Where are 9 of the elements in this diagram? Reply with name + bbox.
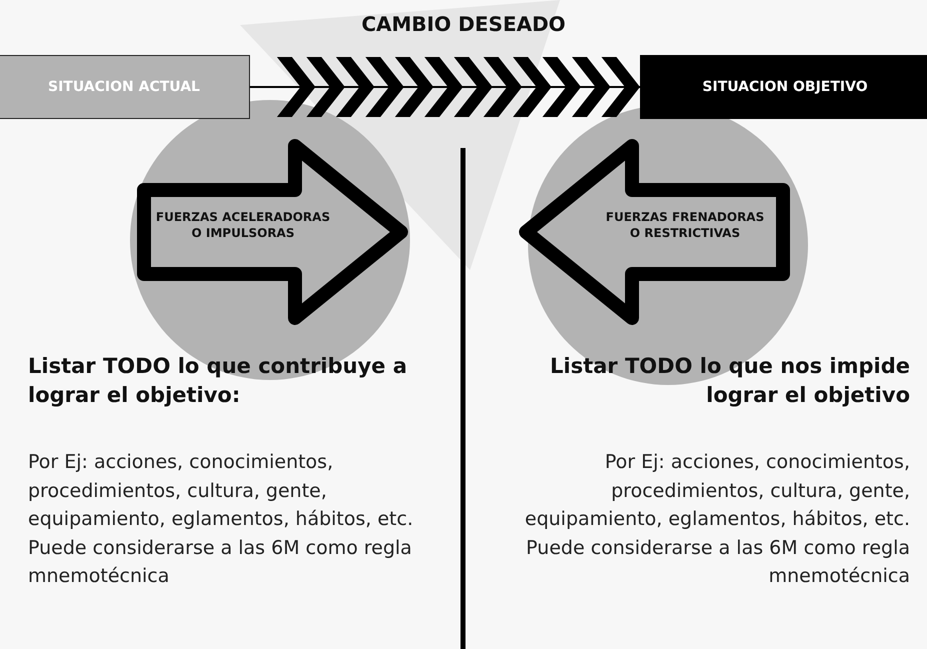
heading: Listar TODO lo que contribuye a lograr el objetivo: xyxy=(28,353,408,410)
heading: Listar TODO lo que nos impide lograr el objetivo xyxy=(549,353,910,410)
body-text: Por Ej: acciones, conocimientos, procedimientos, cultura, gente, equipamiento, eglamentos, hábitos, etc. Puede considerarse a las 6M como regla mnemotécnica xyxy=(28,450,414,589)
arrow-label: FUERZAS ACELERADORAS O IMPULSORAS xyxy=(154,210,332,242)
arrow-label: FUERZAS FRENADORAS O RESTRICTIVAS xyxy=(604,210,766,242)
title: CAMBIO DESEADO xyxy=(360,12,567,36)
body-text: Por Ej: acciones, conocimientos, procedimientos, cultura, gente, equipamiento, eglamentos, hábitos, etc. Puede considerarse a las 6M como regla mnemotécnica xyxy=(524,450,910,589)
target-state-box: SITUACION OBJETIVO xyxy=(640,55,927,119)
current-state-box: SITUACION ACTUAL xyxy=(0,55,250,119)
